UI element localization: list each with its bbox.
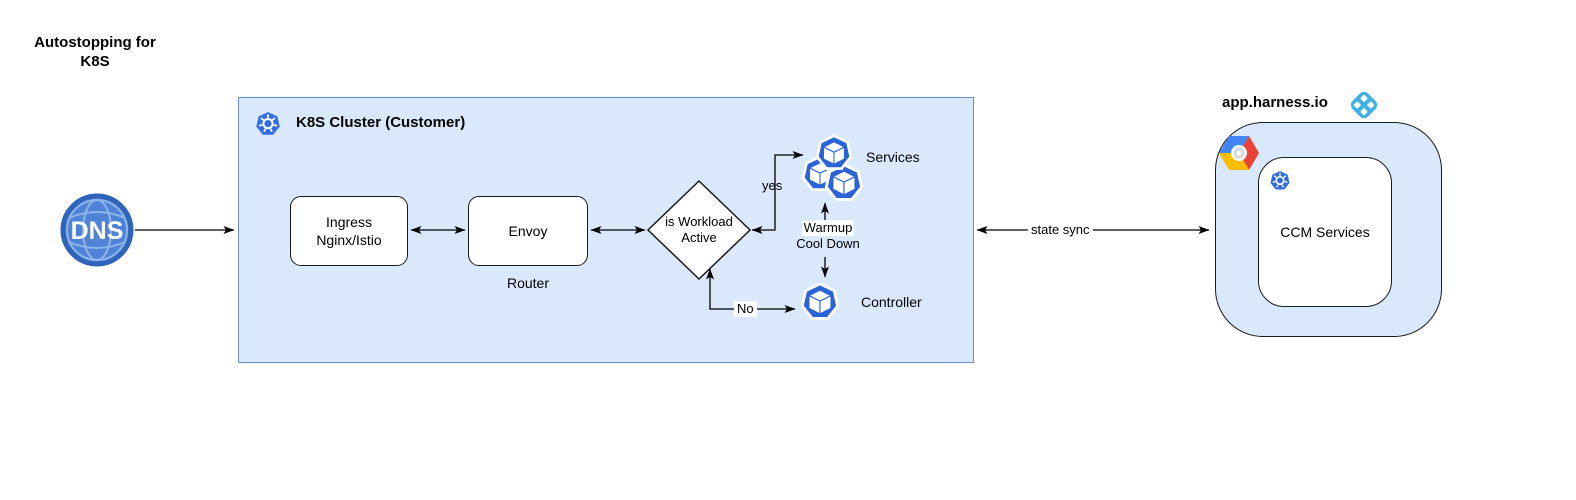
controller-label: Controller: [861, 294, 922, 310]
envoy-label: Envoy: [508, 223, 548, 239]
envoy-node: Envoy: [468, 196, 588, 266]
yes-label: yes: [762, 178, 783, 193]
harness-domain-label: app.harness.io: [1222, 94, 1328, 111]
dns-icon: DNS: [60, 193, 134, 267]
ccm-services-label: CCM Services: [1280, 224, 1370, 240]
gcp-icon: [1219, 136, 1259, 170]
cluster-title: K8S Cluster (Customer): [296, 114, 466, 131]
kubernetes-icon-small: [1269, 170, 1291, 191]
state-sync-label: state sync: [1028, 222, 1093, 238]
kubernetes-icon: [255, 111, 281, 136]
dns-label: DNS: [71, 217, 124, 245]
ingress-label: Ingress Nginx/Istio: [316, 214, 382, 248]
services-label: Services: [866, 149, 920, 165]
controller-pod-icon: [801, 283, 839, 320]
services-pods-icon: [801, 134, 864, 201]
cooldown-label: Cool Down: [796, 236, 860, 251]
warmup-cooldown-label: Warmup Cool Down: [788, 220, 868, 252]
harness-icon: [1350, 91, 1378, 119]
no-label: No: [734, 301, 757, 317]
warmup-label: Warmup: [801, 220, 855, 236]
diagram-title: Autostopping for K8S: [34, 34, 156, 70]
router-label: Router: [506, 275, 550, 291]
ingress-node: Ingress Nginx/Istio: [290, 196, 408, 266]
decision-label: is Workload Active: [665, 214, 733, 245]
